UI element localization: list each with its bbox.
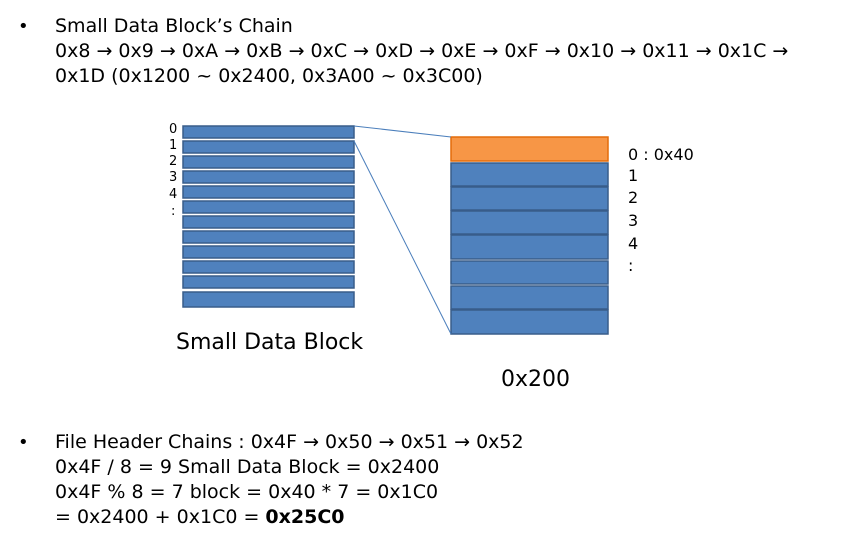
right-block-row	[450, 285, 609, 310]
chain-line-1: 0x8 → 0x9 → 0xA → 0xB → 0xC → 0xD → 0xE …	[55, 40, 789, 62]
left-block-row	[182, 155, 355, 169]
right-row-label-3: 3	[628, 211, 639, 230]
bullet-2: •	[18, 432, 29, 453]
small-data-block	[182, 125, 355, 308]
right-block-row	[450, 210, 609, 235]
section1-title: Small Data Block’s Chain	[55, 15, 293, 37]
expanded-block	[450, 136, 609, 335]
right-row-label-more: :	[628, 256, 634, 275]
calc-result: 0x25C0	[265, 506, 345, 528]
left-block-row	[182, 170, 355, 184]
left-block-row	[182, 275, 355, 289]
left-row-label-1: 1	[169, 138, 178, 153]
left-block-row	[182, 230, 355, 244]
left-block-row	[182, 291, 355, 308]
left-block-row	[182, 125, 355, 139]
right-block-row	[450, 260, 609, 285]
connector-bottom	[353, 140, 452, 335]
file-header-chains: File Header Chains : 0x4F → 0x50 → 0x51 …	[55, 431, 524, 453]
right-block-row	[450, 234, 609, 260]
left-row-label-4: 4	[169, 187, 178, 202]
left-row-label-3: 3	[169, 170, 178, 185]
right-row-label-1: 1	[628, 166, 639, 185]
left-row-label-more: :	[171, 204, 176, 219]
left-block-row	[182, 185, 355, 199]
left-block-row	[182, 260, 355, 274]
left-row-label-2: 2	[169, 154, 178, 169]
left-row-label-0: 0	[169, 122, 178, 137]
bullet-1: •	[18, 16, 29, 37]
right-row-label-4: 4	[628, 234, 639, 253]
left-block-row	[182, 245, 355, 259]
right-block-row	[450, 309, 609, 335]
left-block-caption: Small Data Block	[176, 330, 364, 355]
left-block-row	[182, 140, 355, 154]
right-block-row	[450, 186, 609, 211]
right-block-highlight-row	[450, 136, 609, 162]
calc-line-2: 0x4F % 8 = 7 block = 0x40 * 7 = 0x1C0	[55, 481, 439, 503]
chain-line-2: 0x1D (0x1200 ~ 0x2400, 0x3A00 ~ 0x3C00)	[55, 65, 483, 87]
left-block-row	[182, 215, 355, 229]
calc-line-3: = 0x2400 + 0x1C0 = 0x25C0	[55, 506, 345, 528]
right-row-label-0: 0 : 0x40	[628, 145, 694, 164]
calc-line-3-prefix: = 0x2400 + 0x1C0 =	[55, 506, 266, 528]
right-block-row	[450, 162, 609, 187]
right-row-label-2: 2	[628, 188, 639, 207]
calc-line-1: 0x4F / 8 = 9 Small Data Block = 0x2400	[55, 456, 440, 478]
right-block-caption: 0x200	[501, 367, 571, 392]
connector-top	[353, 125, 452, 138]
left-block-row	[182, 200, 355, 214]
